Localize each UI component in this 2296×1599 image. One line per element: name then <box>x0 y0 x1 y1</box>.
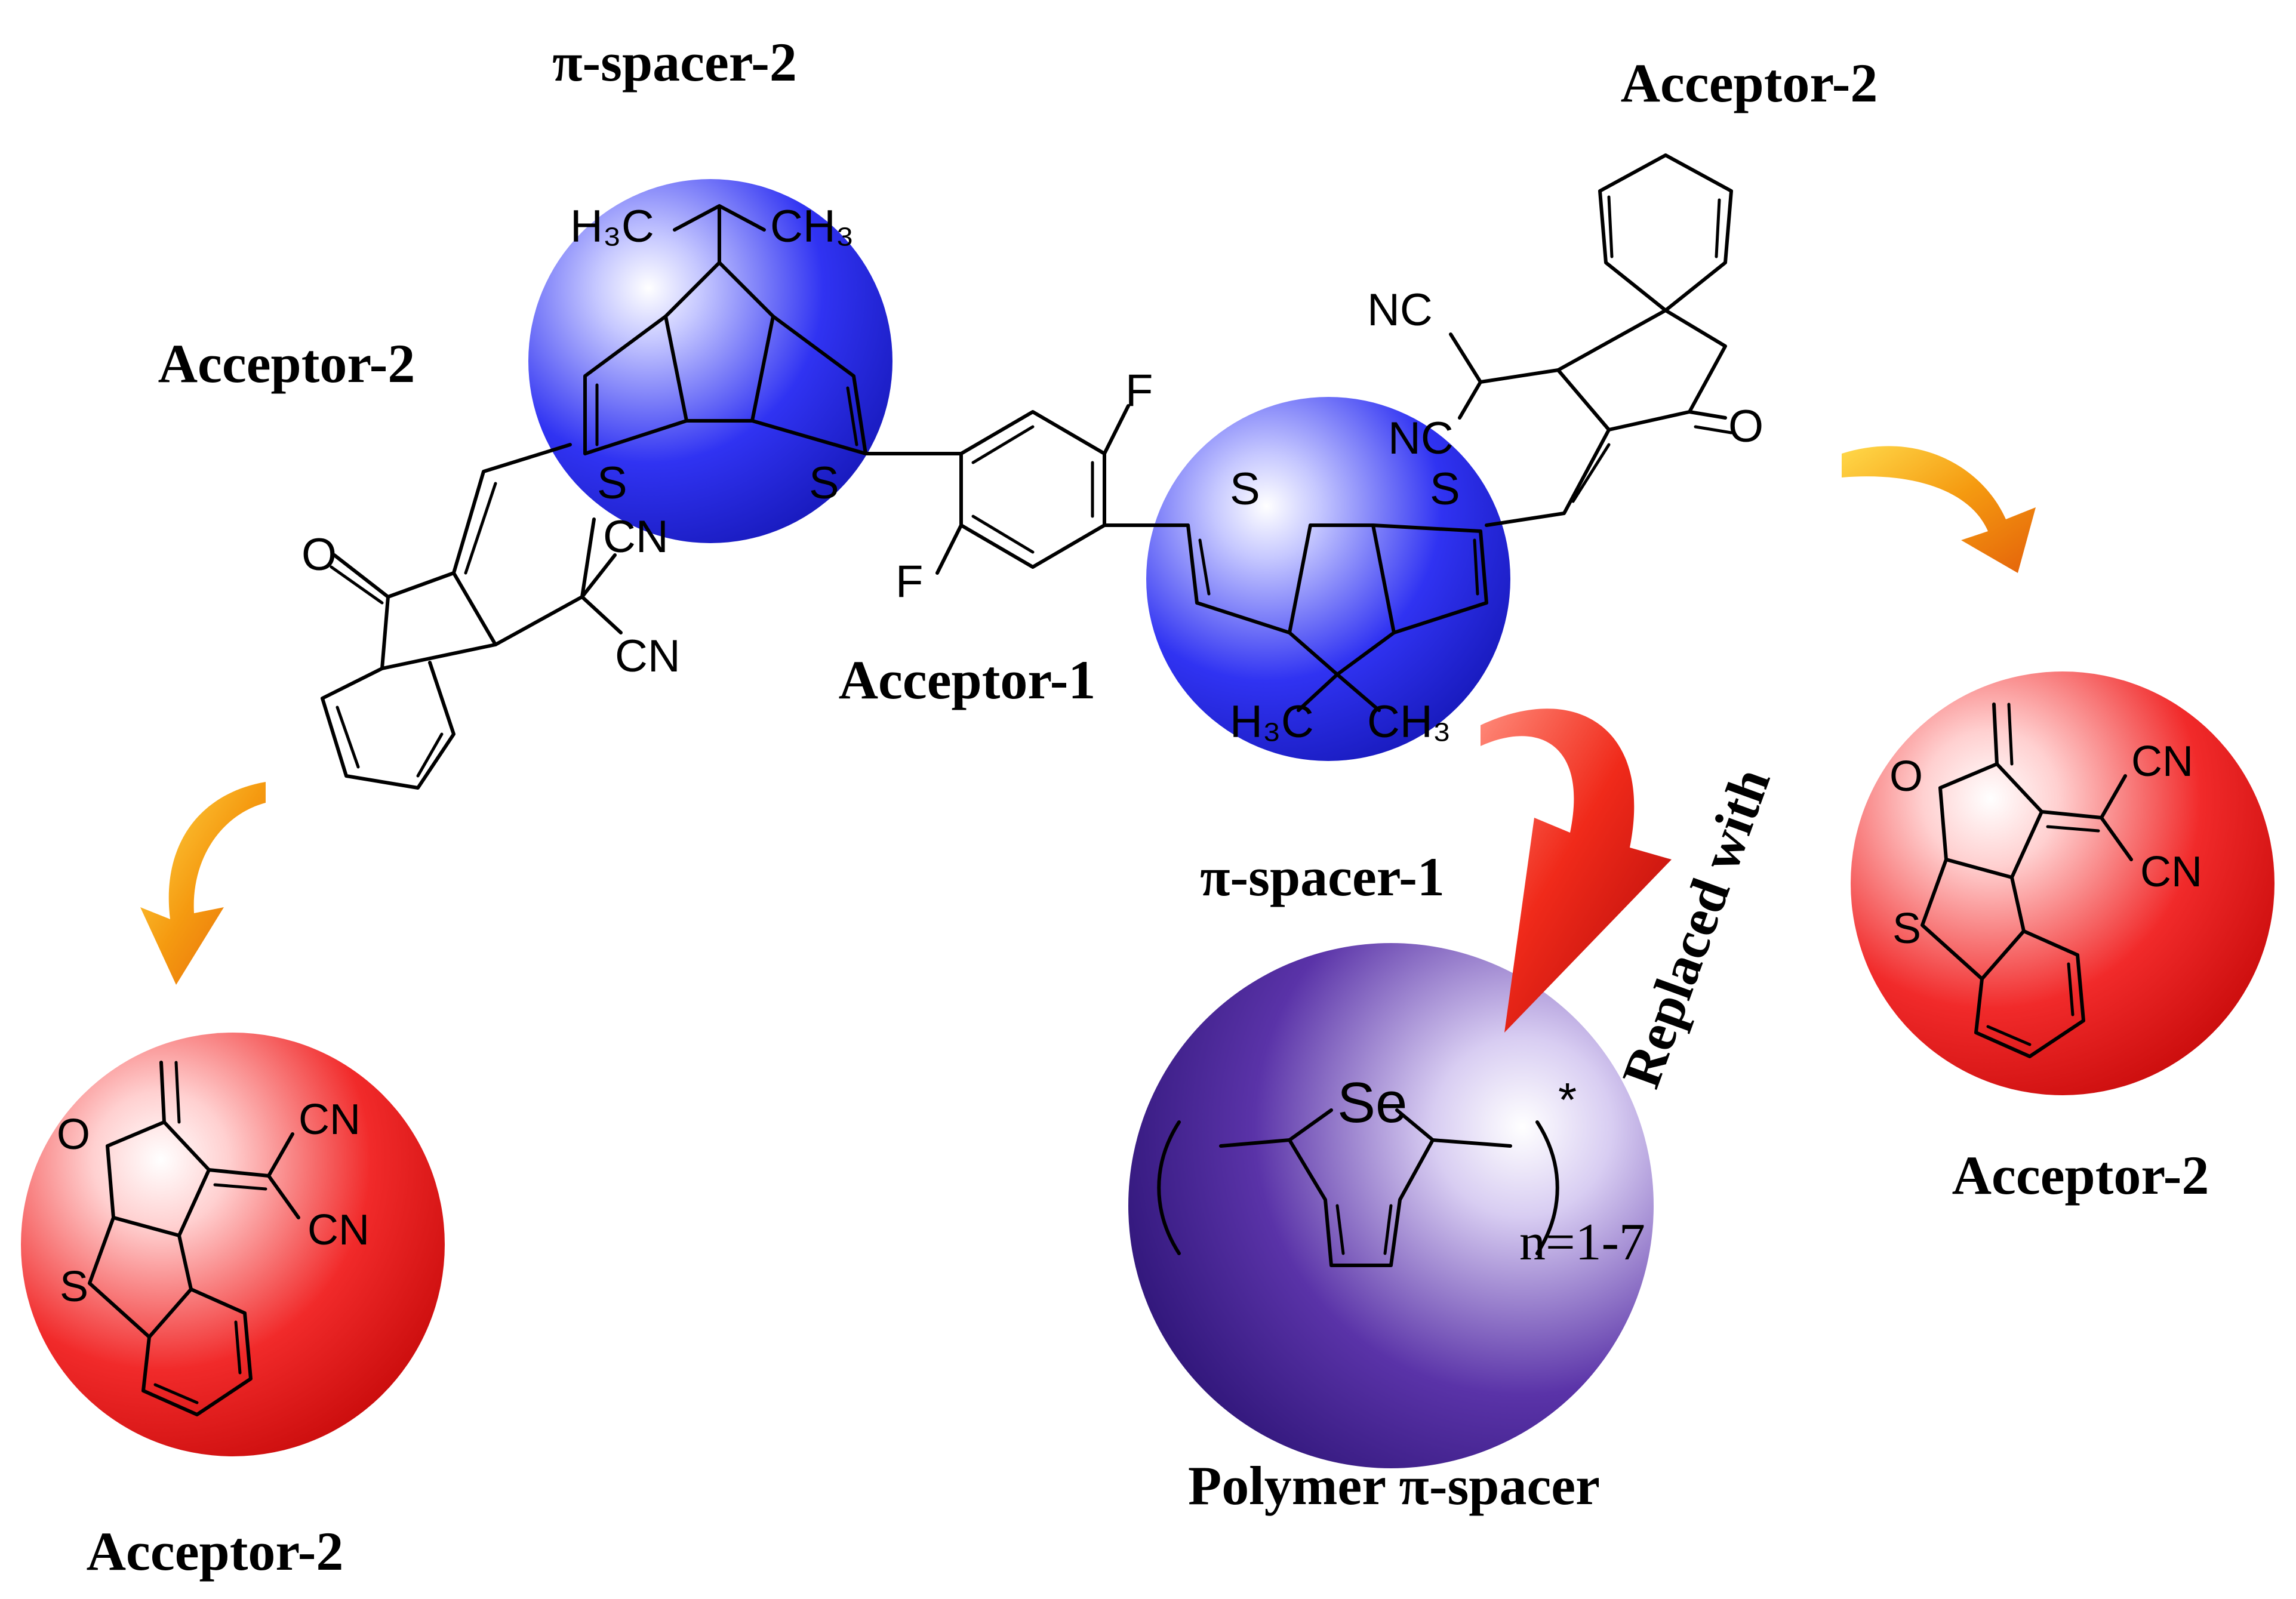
acceptor-1-structure <box>864 404 1190 575</box>
replaced-with-label: Replaced with <box>1610 760 1781 1095</box>
nc-group: NC <box>1367 285 1433 335</box>
acceptor-2-right-sphere <box>1851 671 2275 1095</box>
pi-spacer-1-sphere <box>1146 397 1510 761</box>
s-atom: S <box>1230 464 1260 514</box>
cn-group: CN <box>307 1206 370 1254</box>
h3c-atom: H₃C <box>570 201 654 252</box>
curved-arrow-icon <box>1842 446 2036 573</box>
pi-spacer-2-sphere <box>528 179 892 543</box>
o-atom: O <box>301 529 337 580</box>
cn-group: CN <box>2140 848 2202 896</box>
s-atom: S <box>60 1263 88 1311</box>
polymer-pi-spacer-label: Polymer π-spacer <box>1188 1455 1600 1516</box>
pi-spacer-2-structure <box>583 204 867 455</box>
acceptor-2-right-molecule <box>1920 703 2133 1058</box>
ch3-atom: CH₃ <box>770 201 854 252</box>
acceptor-2-left-structure <box>321 443 623 790</box>
acceptor-1-label: Acceptor-1 <box>839 649 1096 710</box>
star-symbol: * <box>1558 1073 1577 1126</box>
acceptor-2-top-right-structure <box>1449 153 1733 527</box>
pi-spacer-1-label: π-spacer-1 <box>1200 846 1445 907</box>
pi-spacer-1-structure <box>1186 523 1488 712</box>
s-atom: S <box>1430 464 1460 514</box>
acceptor-2-bottom-left-molecule <box>88 1061 300 1416</box>
cn-group: CN <box>615 631 681 682</box>
pi-spacer-2-label: π-spacer-2 <box>552 32 797 93</box>
curved-arrow-icon <box>1481 708 1672 1033</box>
f-atom: F <box>1125 365 1153 416</box>
acceptor-2-left-label: Acceptor-2 <box>158 333 416 394</box>
ch3-atom: CH₃ <box>1367 697 1451 747</box>
n-range-label: n=1-7 <box>1519 1213 1645 1271</box>
o-atom: O <box>1889 753 1923 800</box>
curved-arrow-icon <box>140 782 266 985</box>
acceptor-2-right-label: Acceptor-2 <box>1952 1145 2209 1206</box>
cn-group: CN <box>603 512 669 562</box>
nc-group: NC <box>1388 413 1454 464</box>
s-atom: S <box>597 458 627 509</box>
s-atom: S <box>809 458 839 509</box>
acceptor-2-top-right-label: Acceptor-2 <box>1621 53 1878 113</box>
o-atom: O <box>1728 401 1763 452</box>
se-atom: Se <box>1337 1071 1407 1135</box>
cn-group: CN <box>298 1096 361 1144</box>
selenophene-structure <box>1157 1108 1559 1267</box>
f-atom: F <box>895 556 923 607</box>
main-molecule: H₃C CH₃ S S O CN CN F F <box>301 153 1763 790</box>
acceptor-2-bottom-left-label: Acceptor-2 <box>87 1521 344 1582</box>
o-atom: O <box>57 1111 90 1159</box>
h3c-atom: H₃C <box>1230 697 1314 747</box>
cn-group: CN <box>2131 738 2193 785</box>
s-atom: S <box>1892 905 1921 953</box>
